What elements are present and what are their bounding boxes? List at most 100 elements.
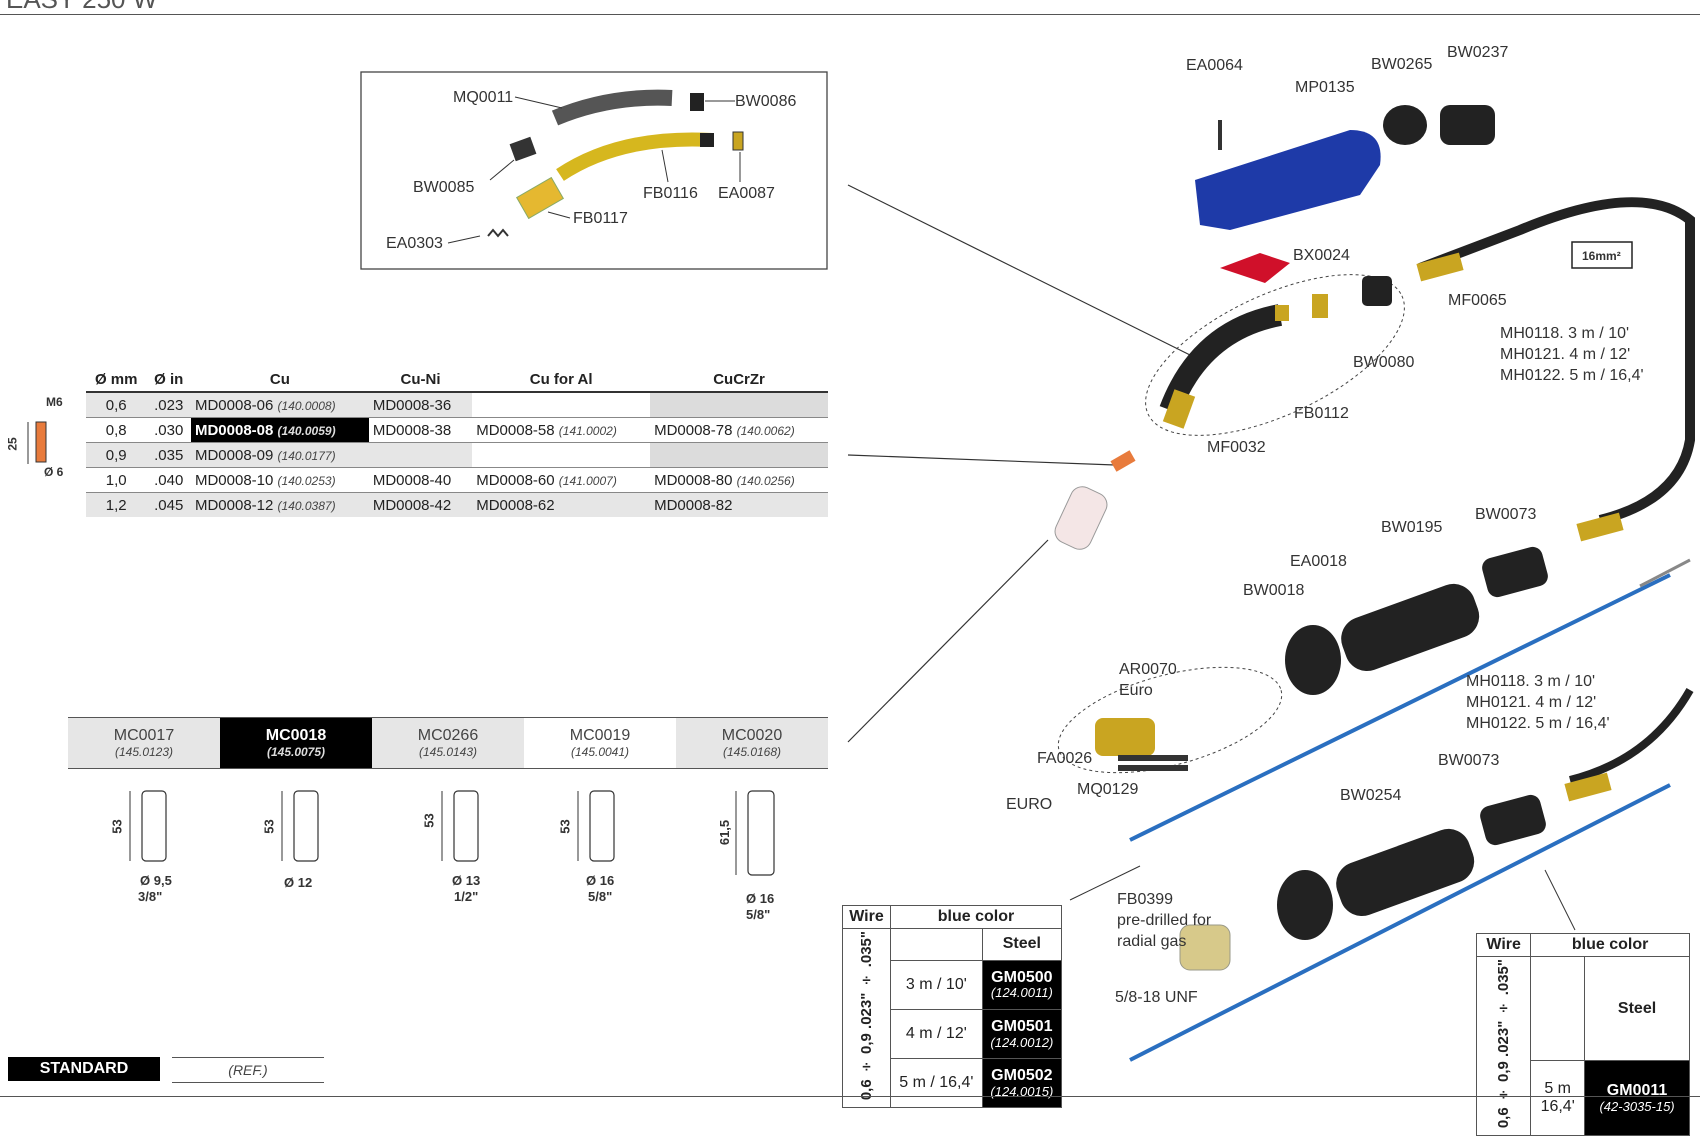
- label-bx0024: BX0024: [1293, 247, 1350, 264]
- label-mh-a1: MH0118. 3 m / 10': [1500, 325, 1630, 342]
- cell: [472, 442, 651, 468]
- col-cu: Cu: [190, 367, 369, 393]
- cell: MD0008-80 (140.0256): [650, 467, 828, 493]
- label-bw0080: BW0080: [1353, 354, 1415, 371]
- cell: MD0008-10 (140.0253): [190, 467, 369, 493]
- legend-ref: (REF.): [172, 1057, 324, 1083]
- label-mh-b1: MH0118. 3 m / 10': [1466, 673, 1596, 690]
- nozzle-cell: MC0266(145.0143): [372, 717, 524, 769]
- label-fb0399-note2: radial gas: [1117, 933, 1187, 950]
- nozzle-length: 61,5: [717, 819, 733, 846]
- nozzle-inch: 5/8": [588, 889, 613, 904]
- label-fb0116: FB0116: [643, 185, 698, 202]
- cell: MD0008-62: [472, 492, 651, 517]
- nozzle-dia: Ø 12: [284, 875, 313, 890]
- label-bw0086: BW0086: [735, 93, 797, 110]
- tip-dimension-drawing: [27, 421, 47, 464]
- liner1-color-header: blue color: [889, 905, 1063, 929]
- table-row: 0,9 .035 MD0008-09 (140.0177): [86, 442, 828, 468]
- nozzle-drawings: [129, 790, 775, 876]
- nozzle-length: 53: [421, 813, 437, 828]
- footer-rule: [0, 1096, 1700, 1097]
- label-ea0303: EA0303: [386, 235, 443, 252]
- cell: .040: [146, 467, 191, 493]
- nozzle-cell-standard: MC0018(145.0075): [220, 717, 372, 769]
- label-ea0087: EA0087: [718, 185, 775, 202]
- cell: MD0008-06 (140.0008): [190, 391, 369, 418]
- label-mh-a3: MH0122. 5 m / 16,4': [1500, 367, 1644, 384]
- liner2-wire-header: Wire: [1475, 933, 1532, 957]
- col-cucrzr: CuCrZr: [650, 367, 828, 393]
- label-bw0073b: BW0073: [1438, 752, 1500, 769]
- label-mf0032: MF0032: [1207, 439, 1266, 456]
- liner1-length: 4 m / 12': [889, 1008, 983, 1060]
- col-cual: Cu for Al: [472, 367, 651, 393]
- tip-thread: M6: [46, 395, 63, 409]
- table-row: 1,0 .040 MD0008-10 (140.0253) MD0008-40 …: [86, 467, 828, 493]
- label-mq0011: MQ0011: [453, 89, 514, 106]
- nozzle-inch: 3/8": [138, 889, 163, 904]
- liner1-code: GM0500(124.0011): [981, 959, 1063, 1010]
- label-fb0112: FB0112: [1294, 405, 1349, 422]
- nozzle-dia: Ø 9,5: [140, 873, 172, 888]
- label-fb0117: FB0117: [573, 210, 628, 227]
- cell: [650, 391, 828, 418]
- label-ea0064: EA0064: [1186, 57, 1243, 74]
- liner1-code: GM0502(124.0015): [981, 1058, 1063, 1109]
- nozzle-inch: 1/2": [454, 889, 479, 904]
- tip-diameter: Ø 6: [44, 465, 64, 479]
- label-cable-section: 16mm²: [1582, 249, 1621, 263]
- label-bw0085: BW0085: [413, 179, 475, 196]
- col-in: Ø in: [146, 367, 191, 393]
- label-bw0254: BW0254: [1340, 787, 1402, 804]
- cell: 0,8: [86, 417, 147, 443]
- label-bw0265: BW0265: [1371, 56, 1433, 73]
- nozzle-table: MC0017(145.0123) MC0018(145.0075) MC0266…: [68, 717, 828, 769]
- table-row: 0,8 .030 MD0008-08 (140.0059) MD0008-38 …: [86, 417, 828, 443]
- table-row: 1,2 .045 MD0008-12 (140.0387) MD0008-42 …: [86, 492, 828, 517]
- label-mf0065: MF0065: [1448, 292, 1507, 309]
- liner1-steel-header: Steel: [981, 928, 1063, 961]
- label-mp0135: MP0135: [1295, 79, 1355, 96]
- cell: [650, 442, 828, 468]
- liner2-color-header: blue color: [1530, 933, 1690, 957]
- nozzle-dia: Ø 16: [746, 891, 775, 906]
- cell: .030: [146, 417, 191, 443]
- table-row: 0,6 .023 MD0008-06 (140.0008) MD0008-36: [86, 391, 828, 418]
- cell: .023: [146, 391, 191, 418]
- cell-standard: MD0008-08 (140.0059): [190, 417, 369, 443]
- cell: [472, 391, 651, 418]
- cell: MD0008-40: [368, 467, 473, 493]
- contact-tip-table: Ø mm Ø in Cu Cu-Ni Cu for Al CuCrZr 0,6 …: [86, 367, 828, 517]
- cell: MD0008-09 (140.0177): [190, 442, 369, 468]
- col-mm: Ø mm: [86, 367, 147, 393]
- cell: [368, 442, 473, 468]
- nozzle-length: 53: [109, 819, 125, 834]
- nozzle-dia: Ø 13: [452, 873, 481, 888]
- liner2-code: GM0011(42-3035-15): [1584, 1060, 1690, 1136]
- cell: MD0008-82: [650, 492, 828, 517]
- label-ar0070: AR0070: [1119, 661, 1177, 678]
- liner2-steel-header: Steel: [1584, 955, 1690, 1062]
- nozzle-inch: 5/8": [746, 907, 771, 922]
- cell: 0,6: [86, 391, 147, 418]
- label-fa0026: FA0026: [1037, 750, 1093, 767]
- label-bw0018: BW0018: [1243, 582, 1305, 599]
- liner1-code: GM0501(124.0012): [981, 1008, 1063, 1060]
- label-unf: 5/8-18 UNF: [1115, 989, 1198, 1006]
- cell: 1,2: [86, 492, 147, 517]
- nozzle-length: 53: [261, 819, 277, 834]
- liner1-length: 3 m / 10': [889, 959, 983, 1010]
- label-mq0129: MQ0129: [1077, 781, 1139, 798]
- cell: 0,9: [86, 442, 147, 468]
- liner1-wire-header: Wire: [842, 905, 891, 929]
- liner-table-2: Wire blue color 0,6 ÷ 0,9 .023" ÷ .035" …: [1475, 933, 1690, 1136]
- header-rule: [0, 14, 1700, 15]
- nozzle-dia: Ø 16: [586, 873, 615, 888]
- label-bw0073a: BW0073: [1475, 506, 1537, 523]
- legend-standard: STANDARD: [8, 1057, 160, 1081]
- label-euro2: EURO: [1006, 796, 1053, 813]
- nozzle-cell: MC0019(145.0041): [524, 717, 676, 769]
- cell: 1,0: [86, 467, 147, 493]
